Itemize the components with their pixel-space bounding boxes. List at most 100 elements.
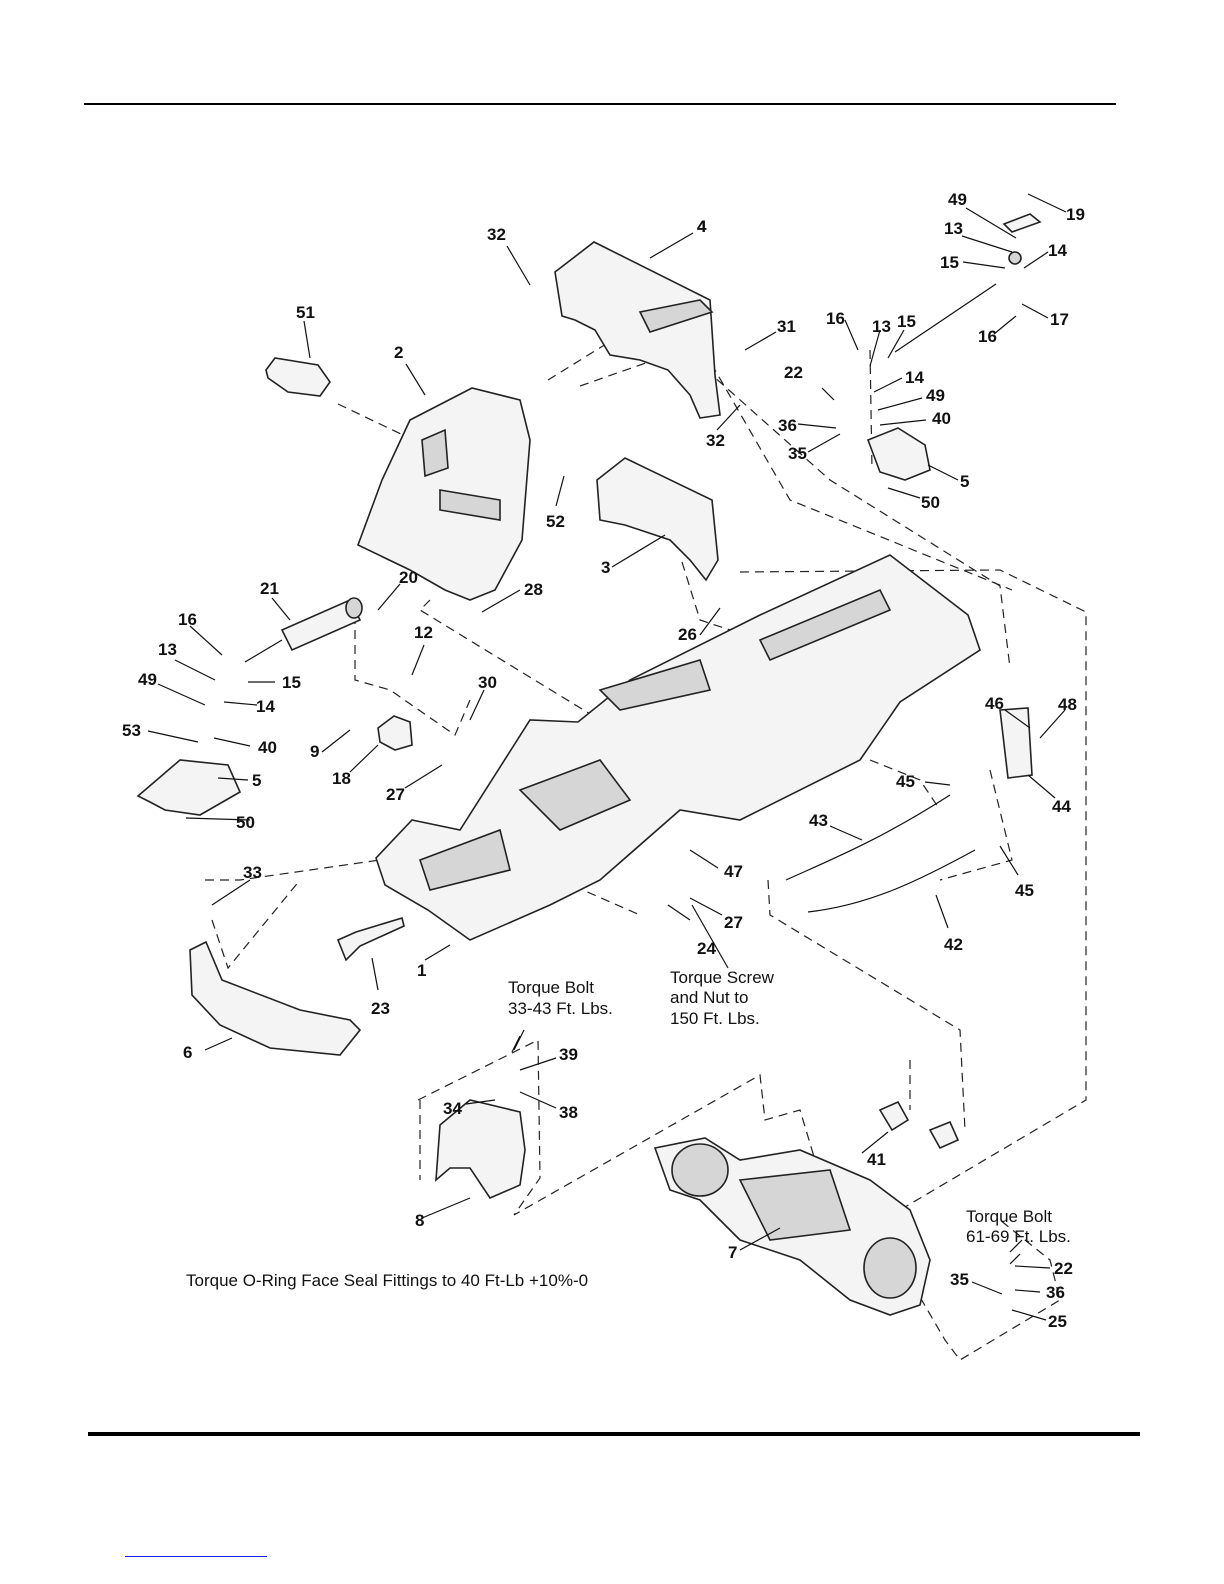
label-47: 47 <box>724 862 743 881</box>
torque-bolt-note-2-line1: Torque Bolt <box>966 1207 1052 1226</box>
torque-screw-note-line3: 150 Ft. Lbs. <box>670 1009 760 1028</box>
bottom-link-underline[interactable] <box>125 1556 267 1557</box>
torque-screw-note-line1: Torque Screw <box>670 968 775 987</box>
label-4: 4 <box>697 217 707 236</box>
label-7: 7 <box>728 1243 737 1262</box>
label-15-mid: 15 <box>897 312 916 331</box>
label-28: 28 <box>524 580 543 599</box>
label-24: 24 <box>697 939 716 958</box>
label-21: 21 <box>260 579 279 598</box>
bottom-rule <box>88 1432 1140 1436</box>
label-42: 42 <box>944 935 963 954</box>
label-8: 8 <box>415 1211 424 1230</box>
label-13-left: 13 <box>158 640 177 659</box>
label-40-left: 40 <box>258 738 277 757</box>
label-5-left: 5 <box>252 771 261 790</box>
torque-bolt-note-1-line1: Torque Bolt <box>508 978 594 997</box>
label-14-top: 14 <box>1048 241 1067 260</box>
label-33: 33 <box>243 863 262 882</box>
label-27-left: 27 <box>386 785 405 804</box>
part-shapes <box>136 213 1042 1316</box>
label-25: 25 <box>1048 1312 1067 1331</box>
label-13-mid: 13 <box>872 317 891 336</box>
label-36-mid: 36 <box>778 416 797 435</box>
label-30: 30 <box>478 673 497 692</box>
part-21-cylinder <box>280 598 362 652</box>
label-50-left: 50 <box>236 813 255 832</box>
label-45-top: 45 <box>896 772 915 791</box>
torque-bolt-note-2-line2: 61-69 Ft. Lbs. <box>966 1227 1071 1246</box>
label-51: 51 <box>296 303 315 322</box>
part-6-bumper <box>189 940 362 1056</box>
torque-bolt-note-1-line2: 33-43 Ft. Lbs. <box>508 999 613 1018</box>
label-46: 46 <box>985 694 1004 713</box>
label-27-right: 27 <box>724 913 743 932</box>
label-49-top: 49 <box>948 190 967 209</box>
part-41-elbow-a <box>878 1100 910 1132</box>
label-49-mid: 49 <box>926 386 945 405</box>
part-42-hose <box>807 849 976 913</box>
part-5-mount-left <box>136 759 242 816</box>
label-3: 3 <box>601 558 610 577</box>
oring-face-seal-note: Torque O-Ring Face Seal Fittings to 40 F… <box>186 1271 588 1290</box>
label-40-mid: 40 <box>932 409 951 428</box>
label-15-top: 15 <box>940 253 959 272</box>
label-49-left: 49 <box>138 670 157 689</box>
label-6: 6 <box>183 1043 192 1062</box>
part-51-bracket <box>265 357 331 397</box>
torque-screw-note-line2: and Nut to <box>670 988 748 1007</box>
label-16-mid: 16 <box>826 309 845 328</box>
label-39: 39 <box>559 1045 578 1064</box>
label-1: 1 <box>417 961 426 980</box>
label-20: 20 <box>399 568 418 587</box>
label-41: 41 <box>867 1150 886 1169</box>
label-16-left: 16 <box>178 610 197 629</box>
label-14-left: 14 <box>256 697 275 716</box>
top-rule <box>84 103 1116 105</box>
label-43: 43 <box>809 811 828 830</box>
label-36-bottom: 36 <box>1046 1283 1065 1302</box>
part-23-pin <box>336 916 405 962</box>
label-35-bottom: 35 <box>950 1270 969 1289</box>
label-16-top: 16 <box>978 327 997 346</box>
label-31: 31 <box>777 317 796 336</box>
part-8-bracket <box>435 1099 526 1199</box>
label-17: 17 <box>1050 310 1069 329</box>
label-35-mid: 35 <box>788 444 807 463</box>
label-5-right: 5 <box>960 472 969 491</box>
part-41-elbow-b <box>928 1120 960 1150</box>
label-52: 52 <box>546 512 565 531</box>
label-32-top: 32 <box>487 225 506 244</box>
label-48: 48 <box>1058 695 1077 714</box>
label-14-mid: 14 <box>905 368 924 387</box>
label-4b: 4 <box>697 217 707 236</box>
label-50-right: 50 <box>921 493 940 512</box>
part-number-labels: 4 1 2 3 4 5 5 6 7 8 9 12 13 13 13 14 14 … <box>122 190 1085 1331</box>
label-22-bottom: 22 <box>1054 1259 1073 1278</box>
label-22-mid: 22 <box>784 363 803 382</box>
label-23: 23 <box>371 999 390 1018</box>
part-3-bracket <box>596 457 719 582</box>
label-13-top: 13 <box>944 219 963 238</box>
label-18: 18 <box>332 769 351 788</box>
part-5-mount-right <box>866 427 931 481</box>
label-45-bottom: 45 <box>1015 881 1034 900</box>
part-4-bracket <box>554 241 721 419</box>
label-26: 26 <box>678 625 697 644</box>
label-2: 2 <box>394 343 403 362</box>
part-43-hose <box>785 794 951 881</box>
leader-lines <box>147 193 1067 1321</box>
part-1-main-frame <box>375 554 981 941</box>
label-53: 53 <box>122 721 141 740</box>
linkage-rod <box>894 283 997 353</box>
label-19: 19 <box>1066 205 1085 224</box>
label-9: 9 <box>310 742 319 761</box>
label-15-left: 15 <box>282 673 301 692</box>
part-18-plate <box>377 715 413 751</box>
label-34: 34 <box>443 1099 462 1118</box>
torque-notes: Torque Bolt 33-43 Ft. Lbs. Torque Screw … <box>186 968 1071 1290</box>
label-44: 44 <box>1052 797 1071 816</box>
label-38: 38 <box>559 1103 578 1122</box>
part-44-plate <box>999 707 1033 779</box>
